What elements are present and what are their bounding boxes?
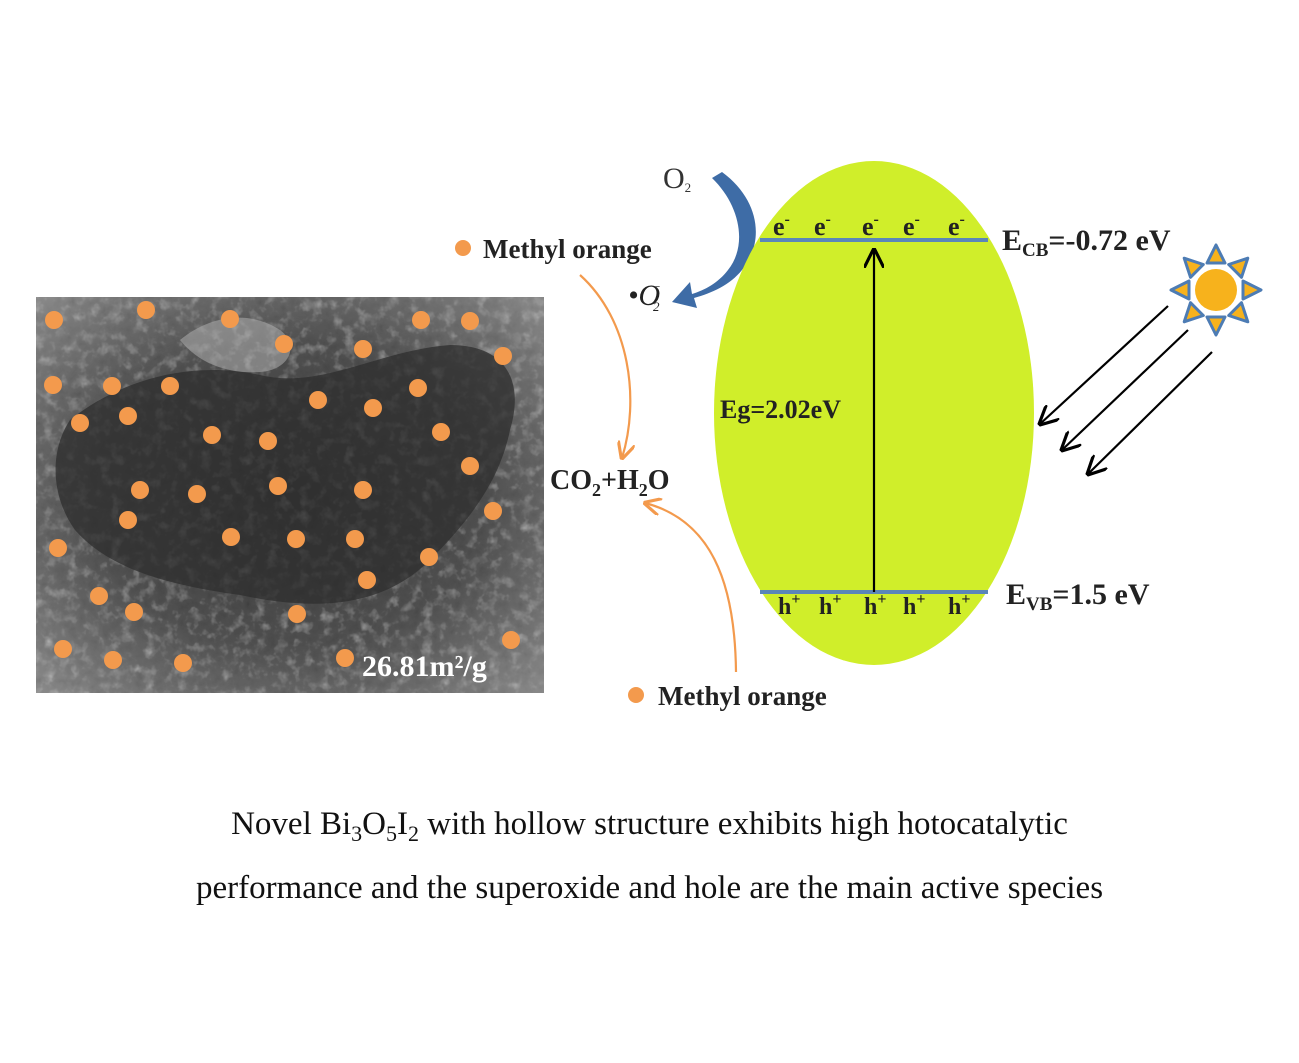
product-label: CO2+H2O (550, 465, 670, 500)
sem-dots (44, 301, 520, 672)
sem-dot (174, 654, 192, 672)
sem-dot (354, 481, 372, 499)
reactant-top: Methyl orange (455, 234, 652, 264)
oxygen-label: O2 (663, 162, 691, 195)
electron: e- (862, 211, 879, 241)
sem-dot (131, 481, 149, 499)
sem-dot (71, 414, 89, 432)
sun-ray (1227, 256, 1250, 279)
sun-ray (1205, 315, 1227, 337)
sun-ray (1241, 279, 1263, 301)
sem-dot (461, 312, 479, 330)
sem-dot (45, 311, 63, 329)
light-ray-3 (1088, 351, 1213, 474)
electron: e- (814, 211, 831, 241)
sem-dot (222, 528, 240, 546)
hole: h+ (864, 591, 886, 620)
sem-dot (44, 376, 62, 394)
sem-dot (103, 377, 121, 395)
hole: h+ (903, 591, 925, 620)
sem-dot (287, 530, 305, 548)
hole: h+ (948, 591, 970, 620)
reactant-bottom-dot (628, 687, 644, 703)
sem-image: 26.81m²/g (36, 297, 544, 693)
sun-ray (1182, 301, 1205, 324)
sem-dot (502, 631, 520, 649)
sem-dot (90, 587, 108, 605)
hole: h+ (819, 591, 841, 620)
sem-dot (119, 511, 137, 529)
sem-dot (364, 399, 382, 417)
ecb-label: ECB=-0.72 eV (1002, 224, 1171, 261)
sem-dot (484, 502, 502, 520)
sem-bright-region (180, 317, 291, 373)
sem-dot (119, 407, 137, 425)
light-ray-2 (1062, 329, 1189, 450)
sun-ray (1205, 243, 1227, 265)
sem-dot (420, 548, 438, 566)
sem-dot (358, 571, 376, 589)
electron: e- (903, 211, 920, 241)
sem-dot (354, 340, 372, 358)
sem-dot (288, 605, 306, 623)
surface-area-label: 26.81m²/g (362, 650, 487, 683)
superoxide-label: •O−2 (628, 279, 661, 314)
caption-line-2: performance and the superoxide and hole … (195, 870, 1104, 906)
reactant-top-dot (455, 240, 471, 256)
sem-dot (269, 477, 287, 495)
electron: e- (773, 211, 790, 241)
oxygen-reduction-arrow (672, 172, 756, 308)
sem-dot (275, 335, 293, 353)
sem-dot (188, 485, 206, 503)
sem-dot (461, 457, 479, 475)
sun-ray (1169, 279, 1191, 301)
hole: h+ (778, 591, 800, 620)
arrow-top-to-product (579, 274, 630, 458)
band-gap-label: Eg=2.02eV (720, 395, 841, 424)
holes: h+ h+ h+ h+ h+ (778, 591, 970, 620)
sun-core (1195, 269, 1237, 311)
reactant-bottom-label: Methyl orange (658, 681, 827, 711)
reactant-bottom: Methyl orange (628, 681, 827, 711)
sem-dot (412, 311, 430, 329)
light-ray-1 (1040, 305, 1169, 424)
sem-dot (203, 426, 221, 444)
arrow-bottom-to-product (645, 503, 738, 673)
electrons: e-e-e-e-e- (773, 211, 965, 241)
sem-dot (259, 432, 277, 450)
sem-dot (54, 640, 72, 658)
sem-hollow-cavity (55, 345, 515, 604)
sem-dot (221, 310, 239, 328)
sem-dot (494, 347, 512, 365)
sun-ray (1227, 301, 1250, 324)
sem-dot (137, 301, 155, 319)
sem-dot (161, 377, 179, 395)
sun-icon (1169, 243, 1263, 337)
sun-rays (1169, 243, 1263, 337)
sem-dot (104, 651, 122, 669)
sem-dot (49, 539, 67, 557)
caption-line-1: Novel Bi3O5I2 with hollow structure exhi… (231, 806, 1068, 846)
sem-dot (125, 603, 143, 621)
electron: e- (948, 211, 965, 241)
sem-dot (432, 423, 450, 441)
sem-dot (409, 379, 427, 397)
sun-ray (1182, 256, 1205, 279)
reactant-top-label: Methyl orange (483, 234, 652, 264)
evb-label: EVB=1.5 eV (1006, 578, 1150, 615)
sem-dot (336, 649, 354, 667)
sem-dot (346, 530, 364, 548)
sem-dot (309, 391, 327, 409)
